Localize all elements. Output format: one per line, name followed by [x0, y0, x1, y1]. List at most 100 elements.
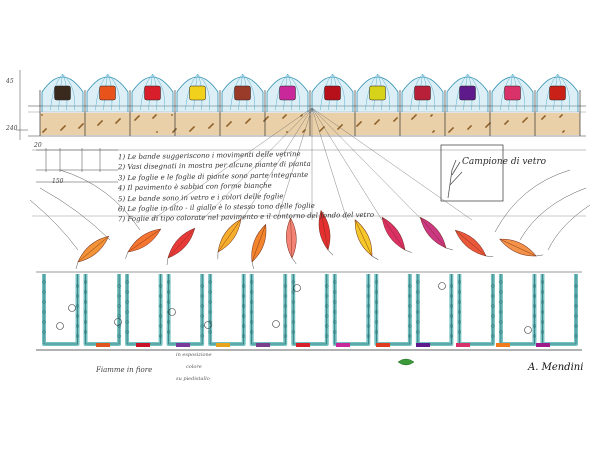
stripe-dot [449, 334, 453, 338]
stripe-dot [167, 330, 171, 334]
glass-stroke [107, 73, 120, 111]
stripe-dot [250, 320, 254, 324]
glass-stroke [467, 73, 480, 111]
stripe-dot [283, 304, 287, 308]
sand-speck [64, 125, 66, 127]
sand-speck [526, 117, 528, 119]
small-label: su piedistallo [176, 376, 210, 382]
stripe-u-outline [43, 274, 78, 345]
leaf-stem [217, 251, 219, 260]
stripe-dot [200, 294, 204, 298]
stripe-dot [75, 304, 80, 308]
stripe-dot [366, 304, 370, 308]
stripe-u-outline [542, 274, 577, 345]
stripe-dot [574, 314, 578, 318]
stripe-dot [208, 300, 212, 304]
leaf [166, 227, 196, 266]
base-swatch [256, 343, 270, 347]
stripe-dot [291, 290, 295, 294]
leaf [419, 216, 453, 251]
stripe-u [208, 274, 246, 346]
sand-speck [544, 115, 546, 117]
inset-frame [440, 144, 504, 202]
stripe-dot [374, 280, 378, 284]
bottom-caption: Fiamme in fiore [96, 366, 153, 374]
stripe-dot [283, 314, 287, 318]
stripe-dot [457, 330, 461, 334]
stripe-dot [532, 314, 537, 318]
leaf-stem [535, 254, 544, 257]
vase [234, 85, 251, 101]
vase [504, 85, 521, 101]
stripe-dot [408, 324, 412, 328]
stripe-dot [457, 300, 461, 304]
dimension-label-150: 150 [52, 178, 64, 185]
stripe-dot [540, 310, 545, 314]
dimension-label-20: 20 [34, 142, 42, 149]
stripe-dot [499, 300, 503, 304]
drawn-circle [56, 322, 64, 330]
stripe-dot [167, 290, 171, 294]
leaf-stem [251, 261, 254, 270]
vase [414, 85, 431, 101]
sand-speck [285, 114, 287, 116]
leaf-stem [485, 255, 494, 258]
stripe-dot [83, 330, 88, 334]
stripe-dot [83, 280, 88, 284]
stripe-dot [540, 330, 545, 334]
stripe-dot [283, 294, 287, 298]
stripe-dot [208, 330, 212, 334]
sand-speck [155, 114, 157, 116]
stripe-dot [540, 300, 545, 304]
drawn-circle [114, 318, 122, 326]
drawn-circles [56, 282, 532, 334]
stripe-dot [374, 310, 378, 314]
stripe-dot [574, 304, 578, 308]
sand-speck [212, 123, 214, 125]
stripe-dot [75, 334, 80, 338]
sand-speck [119, 118, 121, 120]
sweep-curve [59, 169, 141, 231]
base-swatch [416, 343, 430, 347]
ray [151, 107, 313, 221]
stripe-u [332, 274, 371, 346]
stripe-u [457, 274, 495, 346]
sand-speck [396, 117, 398, 119]
sweep-curves [29, 149, 591, 251]
stripe-dot [167, 320, 171, 324]
sweep-curve [39, 187, 111, 241]
vase [324, 85, 341, 101]
stripe-u-outline [209, 274, 244, 345]
stripe-dot [167, 280, 171, 284]
stripe-dot [408, 304, 412, 308]
stripe-dot [574, 284, 578, 288]
stripe-dot [366, 324, 370, 328]
vase [549, 85, 566, 101]
leaf [125, 228, 162, 259]
stripe-dot [416, 320, 420, 324]
stripe-u-outline [376, 274, 411, 345]
leaf-vein [420, 217, 447, 249]
base-swatch [336, 343, 350, 347]
dimension-label-240: 240 [6, 125, 18, 132]
leaf-stem [291, 257, 297, 265]
stripe-dot [117, 294, 121, 298]
sand-speck [378, 119, 380, 121]
perspective-rays [151, 107, 473, 221]
stripe-dot [42, 300, 46, 304]
stripe-dot [200, 284, 204, 288]
leaf-vein [354, 219, 373, 257]
stripe-dot [325, 304, 329, 308]
stripe-dot [574, 334, 578, 338]
leaf [251, 223, 267, 270]
vase [459, 85, 476, 101]
ray [201, 107, 313, 221]
leaf-vein [381, 217, 406, 251]
glass-stroke [62, 73, 75, 111]
base-swatch [456, 343, 470, 347]
leaf-stem [371, 255, 379, 260]
stripe-dot [333, 330, 337, 334]
sand-speck [230, 121, 232, 123]
stripe-dot [374, 290, 378, 294]
stripe-dot [208, 290, 212, 294]
